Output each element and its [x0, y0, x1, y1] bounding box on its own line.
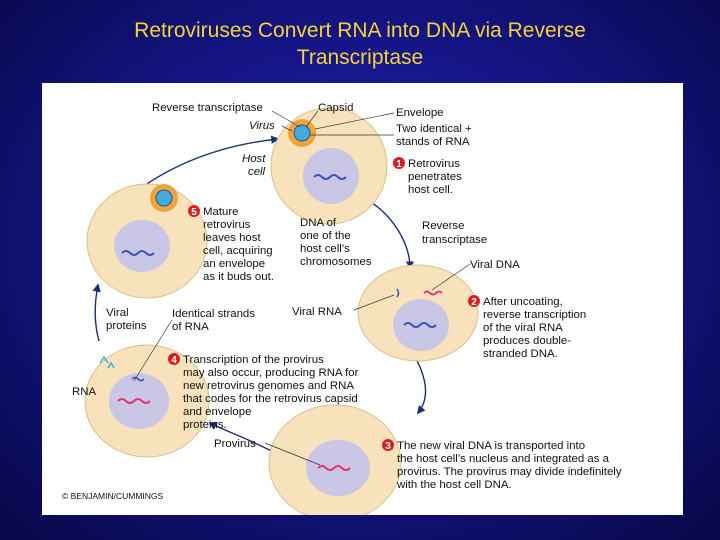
viral-rna-strand: [396, 288, 400, 298]
host-cell-nucleus: [114, 220, 170, 272]
slide-title-line-1: Retroviruses Convert RNA into DNA via Re…: [134, 19, 586, 42]
label-viral-proteins-line-1: Viral: [106, 307, 129, 319]
label-reverse-transcriptase-line-1: Reverse: [422, 220, 464, 232]
leader-capsid: [305, 110, 319, 128]
leader-envelope: [314, 112, 395, 130]
svg-text:2: 2: [471, 297, 477, 308]
leader-identical-strands: [133, 319, 173, 382]
step-badges: 1 2 3 4 5: [168, 157, 480, 452]
label-virus: Virus: [249, 120, 275, 132]
label-viral-dna: Viral DNA: [470, 259, 520, 271]
host-dna-strand: [121, 250, 155, 256]
svg-text:4: 4: [171, 355, 177, 366]
label-identical-strands-line-1: Identical strands: [172, 308, 255, 320]
arrow-step2-to-step3: [413, 354, 427, 415]
cell-step5: [86, 183, 208, 299]
host-dna-strand: [313, 174, 347, 180]
step-4-caption: Transcription of the provirus may also o…: [183, 354, 362, 431]
host-cell-nucleus: [306, 440, 370, 496]
svg-text:3: 3: [385, 441, 391, 452]
label-two-identical-line-2: stands of RNA: [396, 136, 470, 148]
slide-title-line-2: Transcriptase: [296, 46, 424, 69]
copyright-notice: © BENJAMIN/CUMMINGS: [62, 491, 164, 501]
step-4-badge: 4: [168, 353, 180, 366]
leader-reverse-transcriptase-top: [271, 110, 301, 128]
leader-virus: [281, 125, 293, 132]
label-provirus: Provirus: [214, 438, 256, 450]
host-cell-nucleus: [109, 373, 169, 429]
provirus-strand: [117, 398, 151, 404]
label-dna-host-line-3: host cell’s: [300, 243, 350, 255]
label-envelope: Envelope: [396, 107, 444, 119]
step-5-caption: Mature retrovirus leaves host cell, acqu…: [203, 206, 276, 283]
label-identical-strands-line-2: of RNA: [172, 321, 209, 333]
retrovirus-lifecycle-diagram: Reverse transcriptase Capsid Envelope Vi…: [42, 83, 683, 515]
step-3-caption: The new viral DNA is transported into th…: [396, 440, 625, 491]
viral-dna-strand: [423, 290, 443, 296]
label-two-identical-line-1: Two identical +: [396, 123, 472, 135]
slide-title: Retroviruses Convert RNA into DNA via Re…: [40, 17, 680, 71]
label-viral-rna: Viral RNA: [292, 306, 342, 318]
cell-step2: [357, 264, 479, 362]
svg-text:1: 1: [396, 159, 402, 170]
arrow-step5-to-step1: [133, 135, 280, 194]
label-host-cell-line-2: cell: [248, 166, 266, 178]
virus-capsid-icon: [293, 124, 311, 142]
leader-provirus: [264, 442, 321, 466]
cell-step4: [84, 344, 210, 458]
label-reverse-transcriptase-top: Reverse transcriptase: [152, 102, 263, 114]
label-viral-proteins-line-2: proteins: [106, 320, 147, 332]
step-3-badge: 3: [382, 439, 394, 452]
leader-viral-rna: [353, 294, 395, 311]
label-reverse-transcriptase-line-2: transcriptase: [422, 234, 487, 246]
host-dna-strand: [403, 322, 437, 328]
provirus-strand: [317, 465, 351, 471]
viral-proteins-icon: [99, 355, 115, 369]
label-dna-host-line-2: one of the: [300, 230, 351, 242]
cell-step3: [268, 404, 402, 515]
svg-text:5: 5: [191, 207, 197, 218]
rna-transcript: [131, 376, 145, 382]
label-capsid: Capsid: [318, 102, 353, 114]
step-1-caption: Retrovirus penetrates host cell.: [408, 158, 465, 196]
cell-step1: [270, 107, 388, 225]
step-5-badge: 5: [188, 205, 200, 218]
diagram-labels: Reverse transcriptase Capsid Envelope Vi…: [62, 102, 520, 501]
leader-viral-dna: [431, 263, 471, 291]
step-1-badge: 1: [393, 157, 405, 170]
leader-lines: [133, 110, 471, 466]
label-host-cell-line-1: Host: [242, 153, 266, 165]
label-dna-host-line-4: chromosomes: [300, 256, 372, 268]
step-2-badge: 2: [468, 295, 480, 308]
step-2-caption: After uncoating, reverse transcription o…: [483, 296, 589, 360]
label-dna-host-line-1: DNA of: [300, 217, 337, 229]
step-captions: Retrovirus penetrates host cell. After u…: [183, 158, 625, 491]
arrow-step4-to-step5: [92, 283, 101, 342]
label-rna: RNA: [72, 386, 96, 398]
diagram-canvas: Reverse transcriptase Capsid Envelope Vi…: [62, 102, 625, 515]
budding-virus-capsid-icon: [155, 189, 173, 207]
